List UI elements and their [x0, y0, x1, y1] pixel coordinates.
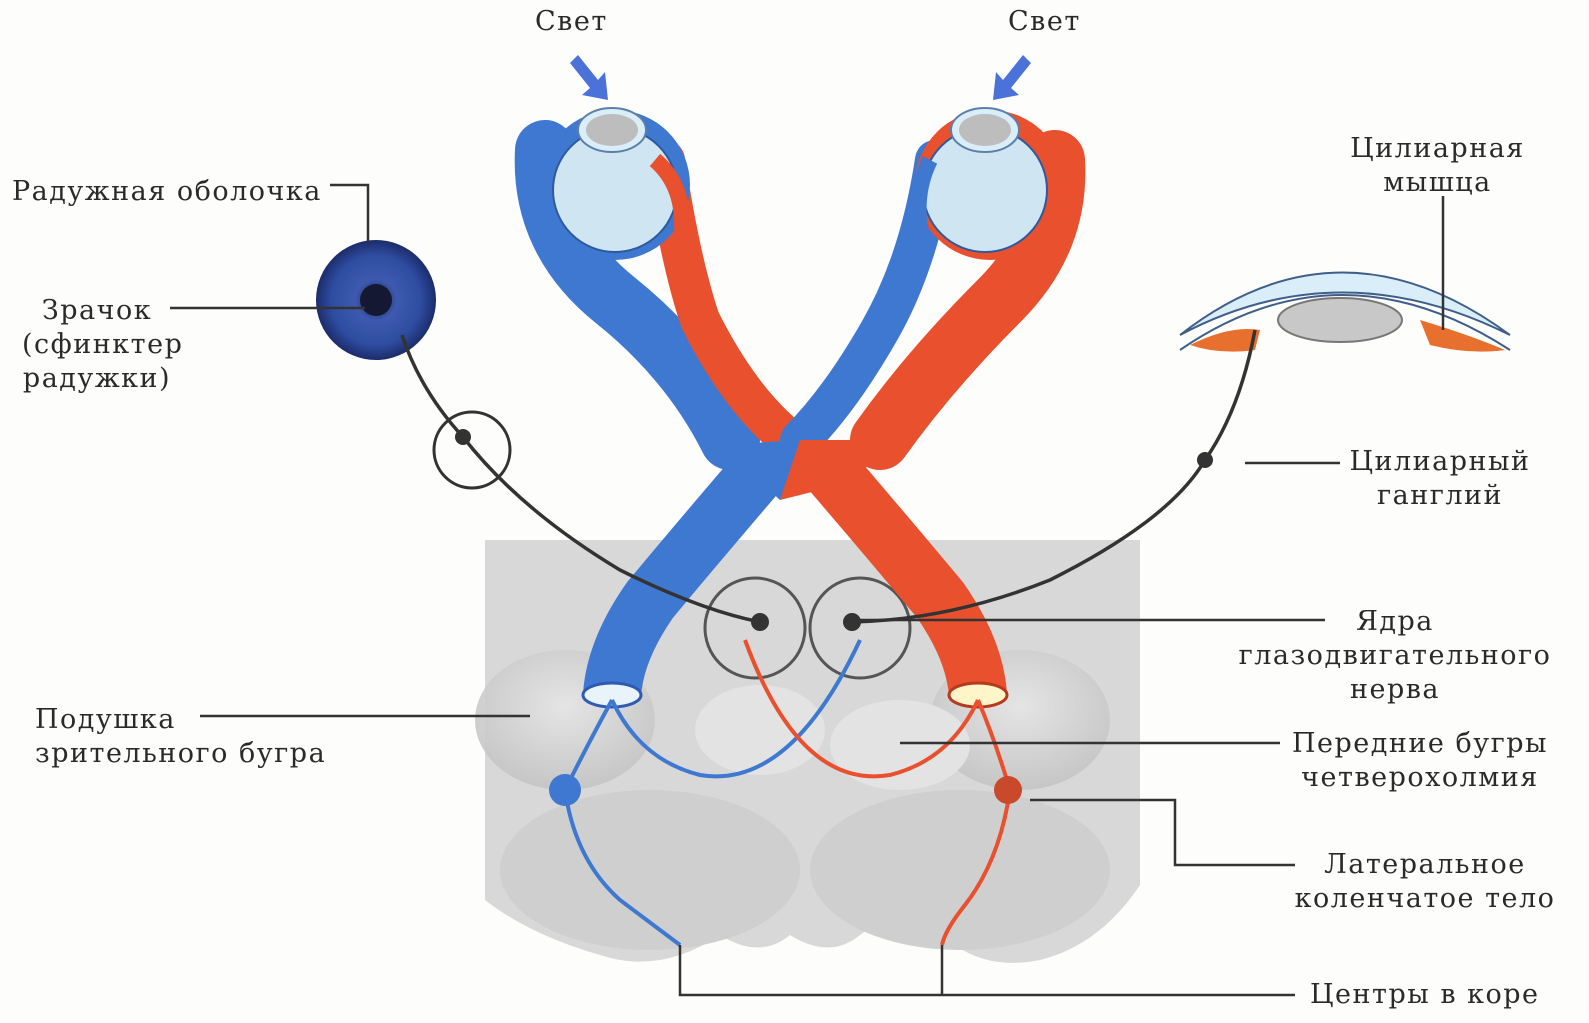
pupil-label-line-1: Зрачок [22, 294, 172, 328]
light-arrow-right [993, 55, 1031, 100]
ciliary-ganglion-right [1197, 452, 1213, 468]
oculomotor-nuclei-label-line-2: глазодвигательного [1235, 639, 1555, 673]
oculomotor-nuclei-label-line-1: Ядра [1235, 605, 1555, 639]
ciliary-muscle-label: Цилиарная мышца [1345, 132, 1530, 200]
ciliary-ganglion-label-line-1: Цилиарный [1340, 445, 1540, 479]
cortex-lobe-left [500, 790, 800, 950]
oculomotor-nuclei-label-line-3: нерва [1235, 673, 1555, 707]
light-label-right: Свет [1008, 5, 1081, 39]
brain-section [475, 540, 1140, 963]
pupil-label-line-2: (сфинктер [22, 328, 172, 362]
right-eyeball [915, 108, 1065, 260]
ciliary-ganglion-label-line-2: ганглий [1340, 479, 1540, 513]
pulvinar-label: Подушка зрительного бугра [35, 703, 326, 771]
superior-colliculi-label-line-2: четверохолмия [1285, 761, 1555, 795]
cortex-lobe-right [810, 790, 1110, 950]
light-arrow-left [570, 55, 608, 100]
pupil-label-line-3: радужки) [22, 362, 172, 396]
pulvinar-label-line-1: Подушка [35, 703, 326, 737]
light-label-left: Свет [535, 5, 608, 39]
ciliary-ganglion-label: Цилиарный ганглий [1340, 445, 1540, 513]
lgn-label: Латеральное коленчатое тело [1290, 848, 1560, 916]
oculomotor-nuclei-label: Ядра глазодвигательного нерва [1235, 605, 1555, 707]
superior-colliculi-label-line-1: Передние бугры [1285, 727, 1555, 761]
pupil-label: Зрачок (сфинктер радужки) [22, 294, 172, 396]
iris-label: Радужная оболочка [12, 175, 322, 209]
lgn-label-line-2: коленчатое тело [1290, 882, 1560, 916]
ciliary-muscle-label-line-2: мышца [1345, 166, 1530, 200]
superior-colliculi-label: Передние бугры четверохолмия [1285, 727, 1555, 795]
ciliary-muscle-label-line-1: Цилиарная [1345, 132, 1530, 166]
iris-icon [316, 240, 436, 360]
pulvinar-label-line-2: зрительного бугра [35, 737, 326, 771]
ciliary-eye-section [1180, 273, 1510, 352]
lgn-label-line-1: Латеральное [1290, 848, 1560, 882]
cortex-centers-label: Центры в коре [1310, 978, 1540, 1012]
